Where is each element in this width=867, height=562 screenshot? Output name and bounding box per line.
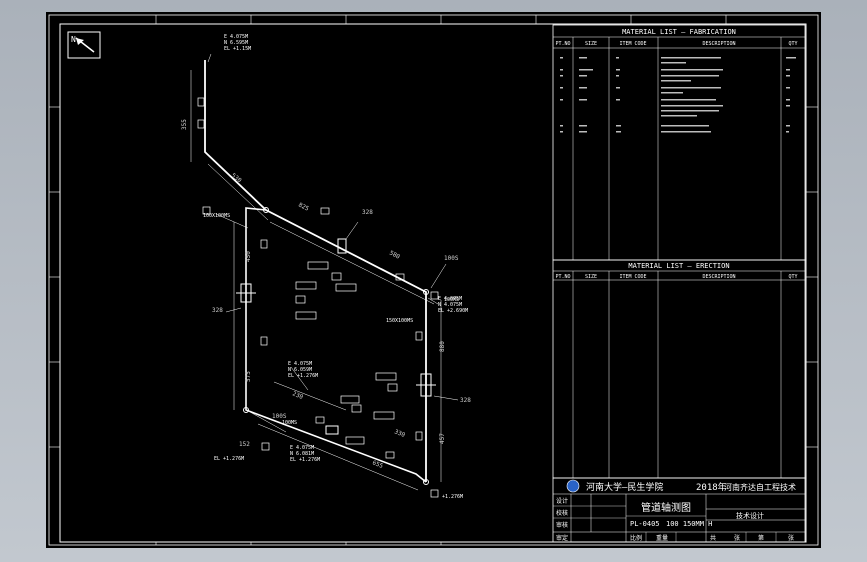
fab-header-ptno: PT.NO	[555, 41, 570, 47]
dim-457: 457	[439, 433, 446, 444]
fab-header-item-code: ITEM CODE	[619, 41, 646, 47]
elev-top-el: EL +1.15M	[224, 46, 251, 52]
elev-right-n: N 4.075M	[438, 302, 462, 308]
footer-no: 第	[758, 534, 764, 542]
title-block: 河南大学—民生学院 2018年 河南齐达自工程技术 设计 校核 审核 审定 管道…	[552, 477, 806, 543]
elev-right-bottom: +1.276M	[442, 494, 463, 500]
dim-100sb: 100S	[272, 413, 287, 420]
institute-name: 河南齐达自工程技术	[724, 482, 796, 492]
dim-530: 530	[230, 172, 243, 184]
tag-size-1: 100MS	[444, 297, 459, 303]
row-label-approve: 审定	[556, 534, 568, 542]
drawing-name: 管道轴测图	[641, 501, 691, 514]
fabrication-title: MATERIAL LIST — FABRICATION	[622, 28, 736, 36]
elev-right-el: EL +2.690M	[438, 308, 468, 314]
elev-left-bottom: EL +1.276M	[214, 456, 244, 462]
ere-header-item-code: ITEM CODE	[619, 274, 646, 280]
erection-table: MATERIAL LIST — ERECTION PT.NO SIZE ITEM…	[552, 259, 806, 479]
fab-header-description: DESCRIPTION	[702, 41, 735, 47]
north-arrow: N	[67, 31, 101, 59]
inner-border	[59, 23, 807, 543]
zone-ticks	[49, 15, 818, 545]
footer-sheets: 张	[734, 534, 740, 542]
piping-isometric-drawing: N MATERIAL LIST — FABRICATION PT.NO SIZE…	[48, 14, 819, 546]
ere-header-description: DESCRIPTION	[702, 274, 735, 280]
tag-reducer-2: 150X100MS	[386, 318, 413, 324]
dim-152: 152	[239, 441, 250, 448]
outer-border	[48, 14, 819, 546]
drawing-sheet[interactable]: N MATERIAL LIST — FABRICATION PT.NO SIZE…	[46, 12, 821, 548]
dim-328b: 328	[212, 307, 223, 314]
dim-575: 575	[245, 371, 252, 382]
dim-450: 450	[245, 251, 252, 262]
elev-low-n: N 6.081M	[290, 451, 314, 457]
dim-100s: 100S	[444, 255, 459, 262]
fab-header-qty: QTY	[788, 41, 797, 47]
elev-top-n: N 6.595M	[224, 40, 248, 46]
year: 2018年	[696, 481, 727, 493]
elevation-notes: E 4.075M N 6.595M EL +1.15M E 4.075M N 4…	[203, 34, 468, 500]
dim-328c: 328	[460, 397, 471, 404]
footer-weight: 重量	[656, 534, 668, 542]
row-label-design: 设计	[556, 497, 568, 505]
dim-580: 580	[388, 250, 401, 261]
dim-230: 230	[291, 390, 304, 401]
row-label-review: 审核	[556, 521, 568, 529]
ere-header-size: SIZE	[585, 274, 597, 280]
footer-total: 共	[710, 534, 716, 542]
fabrication-table: MATERIAL LIST — FABRICATION PT.NO SIZE I…	[552, 24, 806, 261]
dim-330: 330	[393, 428, 406, 439]
dim-328: 328	[362, 209, 373, 216]
ere-header-qty: QTY	[788, 274, 797, 280]
drawing-number: PL-0405	[630, 520, 660, 528]
elev-mid-e: E 4.075M	[288, 361, 312, 367]
fab-rows-illegible	[560, 57, 796, 133]
elev-mid-el: EL +1.276M	[288, 373, 318, 379]
design-stage: 技术设计	[736, 511, 764, 520]
dim-655: 655	[371, 459, 384, 470]
row-label-check: 校核	[556, 509, 568, 517]
ere-header-ptno: PT.NO	[555, 274, 570, 280]
school-logo-icon	[566, 479, 580, 493]
fab-header-size: SIZE	[585, 41, 597, 47]
elev-low-el: EL +1.276M	[290, 457, 320, 463]
tag-reducer-1: 100X100MS	[203, 213, 230, 219]
size-info: 100 150MM H	[666, 520, 712, 528]
footer-sheet: 张	[788, 534, 794, 542]
pipe-run	[190, 53, 459, 498]
elev-top-e: E 4.075M	[224, 34, 248, 40]
elev-right-e: E 4.075M	[438, 296, 462, 302]
tag-size-2: 100MS	[282, 420, 297, 426]
erection-title: MATERIAL LIST — ERECTION	[628, 262, 729, 270]
dimension-texts: 355 530 825 580 328 100S 450 880 328 457…	[181, 119, 471, 470]
elev-low-e: E 4.075M	[290, 445, 314, 451]
dim-825: 825	[297, 202, 310, 213]
dim-355: 355	[181, 119, 188, 130]
north-label: N	[71, 35, 76, 44]
footer-scale: 比例	[630, 534, 642, 542]
dim-880: 880	[439, 341, 446, 352]
school-name: 河南大学—民生学院	[586, 481, 663, 493]
elev-mid-n: N 6.059M	[288, 367, 312, 373]
